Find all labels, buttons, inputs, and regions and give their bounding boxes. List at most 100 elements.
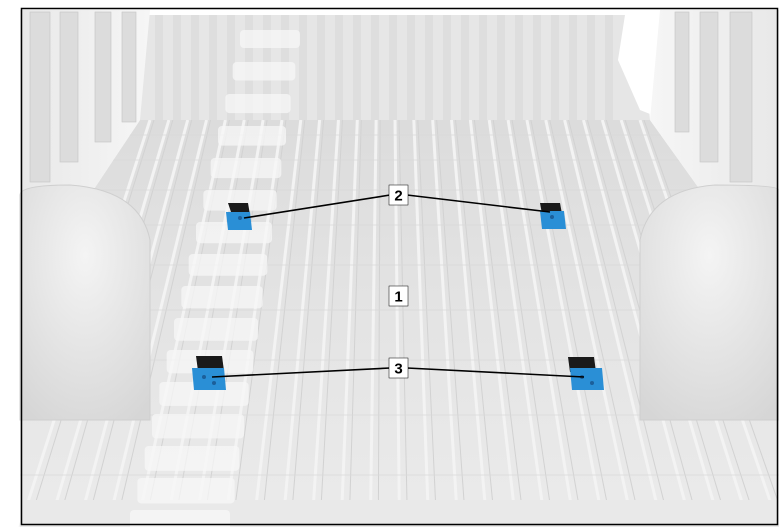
floor-rib-shadow bbox=[377, 119, 381, 527]
bracket-rear-left bbox=[192, 356, 226, 390]
floor-rib bbox=[487, 119, 547, 527]
floor-rib bbox=[412, 119, 431, 527]
right-wheel-arch bbox=[639, 184, 779, 421]
left-wall-pillar bbox=[59, 11, 79, 163]
left-wheel-arch bbox=[19, 184, 151, 421]
far-wall-rib bbox=[173, 15, 181, 120]
floor-rib-shadow bbox=[231, 119, 287, 527]
floor-rib-shadow bbox=[417, 119, 438, 527]
leader-2-left bbox=[243, 194, 391, 219]
far-wall-rib bbox=[407, 15, 415, 120]
ghost-rail-block bbox=[130, 510, 230, 527]
floor-rib bbox=[450, 119, 489, 527]
floor-rib bbox=[582, 119, 693, 527]
ghost-seat-rail bbox=[130, 30, 300, 527]
callout-3: 3 bbox=[388, 357, 409, 379]
far-wall-rib bbox=[587, 15, 595, 120]
floor-rib-shadow bbox=[261, 119, 306, 527]
far-wall-rib bbox=[443, 15, 451, 120]
callout-2-label: 2 bbox=[394, 188, 402, 205]
floor-rib-shadow bbox=[568, 119, 671, 527]
floor-rib bbox=[368, 119, 378, 527]
far-wall-rib bbox=[353, 15, 361, 120]
callout-2: 2 bbox=[388, 184, 409, 206]
ghost-rail-block bbox=[174, 318, 258, 341]
ghost-rail-block bbox=[144, 446, 240, 471]
leader-lines bbox=[211, 194, 585, 378]
floor-rib bbox=[106, 119, 208, 527]
far-wall-rib bbox=[155, 15, 163, 120]
far-wall-rib bbox=[299, 15, 307, 120]
left-wall-pillar bbox=[121, 11, 137, 123]
floor-rib bbox=[544, 119, 635, 527]
right-wall-pillar bbox=[674, 11, 690, 133]
far-wall-rib bbox=[515, 15, 523, 120]
bracket-front-right bbox=[540, 203, 566, 229]
leader-3-left bbox=[211, 367, 391, 378]
floor-rib bbox=[506, 119, 577, 527]
far-wall-rib bbox=[191, 15, 199, 120]
floor-rib-shadow bbox=[290, 119, 325, 527]
floor-rib-shadow bbox=[492, 119, 554, 527]
callout-1: 1 bbox=[388, 285, 409, 307]
ghost-rail-block bbox=[240, 30, 300, 48]
far-wall-rib bbox=[425, 15, 433, 120]
left-wall-detail bbox=[29, 11, 137, 183]
ghost-rail-block bbox=[210, 158, 282, 179]
far-wall-rib bbox=[605, 15, 613, 120]
floor-rib bbox=[468, 119, 518, 527]
ghost-rail-block bbox=[203, 190, 277, 211]
far-wall-rib bbox=[479, 15, 487, 120]
ghost-rail-block bbox=[196, 222, 272, 244]
floor-rib bbox=[281, 119, 322, 527]
floor-rib bbox=[525, 119, 606, 527]
bracket-front-left bbox=[226, 203, 252, 230]
far-wall-rib bbox=[461, 15, 469, 120]
far-wall-rib bbox=[533, 15, 541, 120]
ghost-rail-block bbox=[137, 478, 235, 504]
far-wall-rib bbox=[209, 15, 217, 120]
figure-frame bbox=[20, 7, 779, 526]
callout-1-label: 1 bbox=[394, 289, 402, 306]
ghost-rail-block bbox=[232, 62, 296, 81]
floor-rib-shadow bbox=[455, 119, 496, 527]
ghost-rail-block bbox=[181, 286, 263, 309]
far-wall-rib bbox=[569, 15, 577, 120]
right-wall-pillar bbox=[699, 11, 719, 163]
far-wall-rib bbox=[317, 15, 325, 120]
ghost-rail-block bbox=[152, 414, 244, 439]
floor-rib bbox=[252, 119, 303, 527]
ghost-rail-block bbox=[225, 94, 291, 114]
far-wall-rib bbox=[389, 15, 397, 120]
cargo-area-scene: 2 1 3 bbox=[18, 10, 779, 527]
left-wall-pillar bbox=[29, 11, 51, 183]
floor-rib-shadow bbox=[319, 119, 343, 527]
far-wall-rib bbox=[371, 15, 379, 120]
far-wall-rib bbox=[497, 15, 505, 120]
floor-rib-shadow bbox=[530, 119, 613, 527]
floor-rib-shadow bbox=[115, 119, 212, 527]
ghost-rail-block bbox=[188, 254, 268, 276]
right-wall-pillar bbox=[729, 11, 753, 183]
right-wall-detail bbox=[674, 11, 753, 183]
window-opening bbox=[618, 15, 660, 118]
floor-rib bbox=[563, 119, 664, 527]
ghost-rail-block bbox=[218, 126, 286, 146]
floor-rib-shadow bbox=[436, 119, 467, 527]
floor-rib bbox=[310, 119, 340, 527]
far-wall-rib bbox=[227, 15, 235, 120]
floor-rib-shadow bbox=[511, 119, 584, 527]
callout-3-label: 3 bbox=[394, 361, 402, 378]
floor-rib-shadow bbox=[473, 119, 525, 527]
ghost-rail-block bbox=[159, 382, 249, 406]
bracket-rear-right bbox=[568, 357, 604, 390]
far-wall-rib bbox=[335, 15, 343, 120]
floor-rib-shadow bbox=[549, 119, 642, 527]
floor-rib bbox=[339, 119, 359, 527]
left-wall-pillar bbox=[94, 11, 112, 143]
leader-2-right bbox=[406, 194, 551, 213]
floor-rib-shadow bbox=[348, 119, 362, 527]
floor-rib bbox=[431, 119, 460, 527]
leader-3-right bbox=[406, 367, 585, 378]
far-wall-rib bbox=[551, 15, 559, 120]
